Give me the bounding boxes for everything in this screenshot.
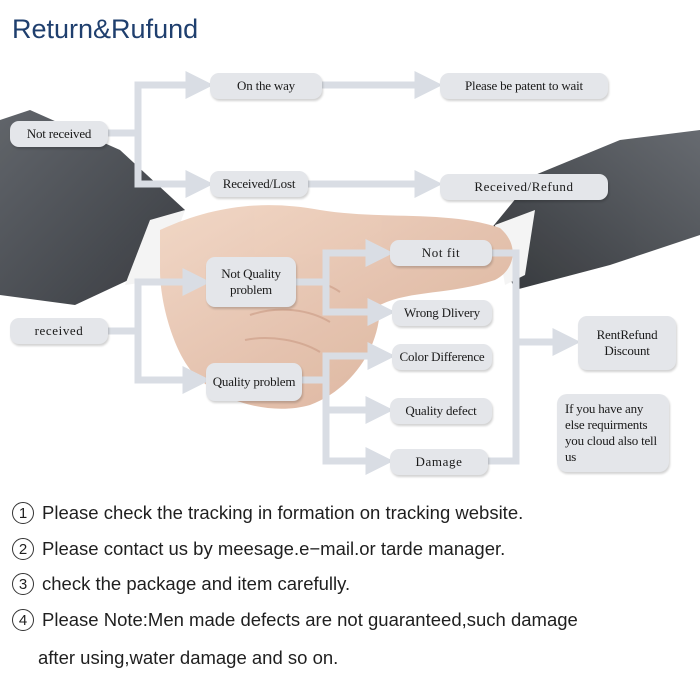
note-1: 1 Please check the tracking in formation … [12, 502, 523, 524]
node-quality-problem: Quality problem [206, 363, 302, 401]
note-3-number: 3 [12, 573, 34, 595]
node-color-difference: Color Difference [392, 344, 492, 370]
node-wrong-delivery: Wrong Dlivery [392, 300, 492, 326]
note-2: 2 Please contact us by meesage.e−mail.or … [12, 538, 505, 560]
note-1-text: Please check the tracking in formation o… [42, 502, 524, 523]
flow-connectors [108, 71, 581, 475]
node-damage: Damage [390, 449, 488, 475]
note-3-text: check the package and item carefully. [42, 573, 351, 594]
note-3: 3 check the package and item carefully. [12, 573, 350, 595]
node-on-the-way: On the way [210, 73, 322, 99]
node-received-lost: Received/Lost [210, 171, 308, 197]
node-rent-refund-discount: RentRefund Discount [578, 316, 676, 370]
note-4-continuation: after using,water damage and so on. [38, 647, 339, 668]
node-not-received: Not received [10, 121, 108, 147]
note-2-text: Please contact us by meesage.e−mail.or t… [42, 538, 506, 559]
node-received-refund: Received/Refund [440, 174, 608, 200]
node-received: received [10, 318, 108, 344]
node-not-fit: Not fit [390, 240, 492, 266]
node-be-patient: Please be patent to wait [440, 73, 608, 99]
node-not-quality-problem: Not Quality problem [206, 257, 296, 307]
node-quality-defect: Quality defect [390, 398, 492, 424]
note-2-number: 2 [12, 538, 34, 560]
rent-refund-label: RentRefund [596, 326, 658, 342]
note-4: 4 Please Note:Men made defects are not gu… [12, 609, 578, 631]
discount-label: Discount [604, 343, 650, 358]
node-other-requirements: If you have any else requirments you clo… [557, 394, 669, 472]
note-4-number: 4 [12, 609, 34, 631]
note-1-number: 1 [12, 502, 34, 524]
page-title: Return&Rufund [12, 14, 199, 44]
refund-flow-diagram: Not received On the way Please be patent… [0, 60, 700, 490]
note-4-text: Please Note:Men made defects are not gua… [42, 609, 578, 630]
